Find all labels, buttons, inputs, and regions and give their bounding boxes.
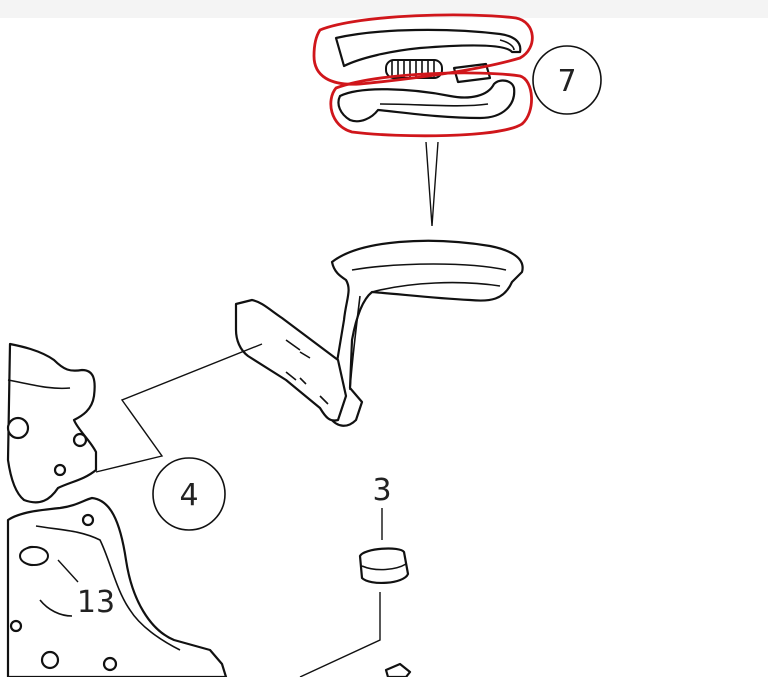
leader-line-3-lower xyxy=(299,592,381,677)
callout-13-label: 13 xyxy=(77,585,115,620)
o-ring-part-13 xyxy=(19,546,49,566)
callout-7-circle xyxy=(532,45,602,115)
top-strip xyxy=(0,0,768,18)
highlight-lower xyxy=(329,71,533,138)
plug-part-3 xyxy=(358,547,410,584)
leader-line-4 xyxy=(95,343,263,473)
callout-4-circle xyxy=(152,457,226,531)
callout-7-label: 7 xyxy=(557,64,576,99)
bottom-fragment xyxy=(384,662,412,677)
tensioner-guide-body xyxy=(234,298,348,422)
tensioner-assembly xyxy=(234,239,524,427)
highlight-upper xyxy=(312,13,534,86)
leader-line-13 xyxy=(57,559,79,583)
part-7-upper-shoe xyxy=(334,28,522,68)
part-7-group: 7 xyxy=(312,13,602,138)
callout-3-label: 3 xyxy=(372,473,391,508)
assembly-arrow-icon xyxy=(425,141,439,227)
part-7-lower-shoe xyxy=(337,79,516,123)
callout-4-label: 4 xyxy=(179,478,198,513)
